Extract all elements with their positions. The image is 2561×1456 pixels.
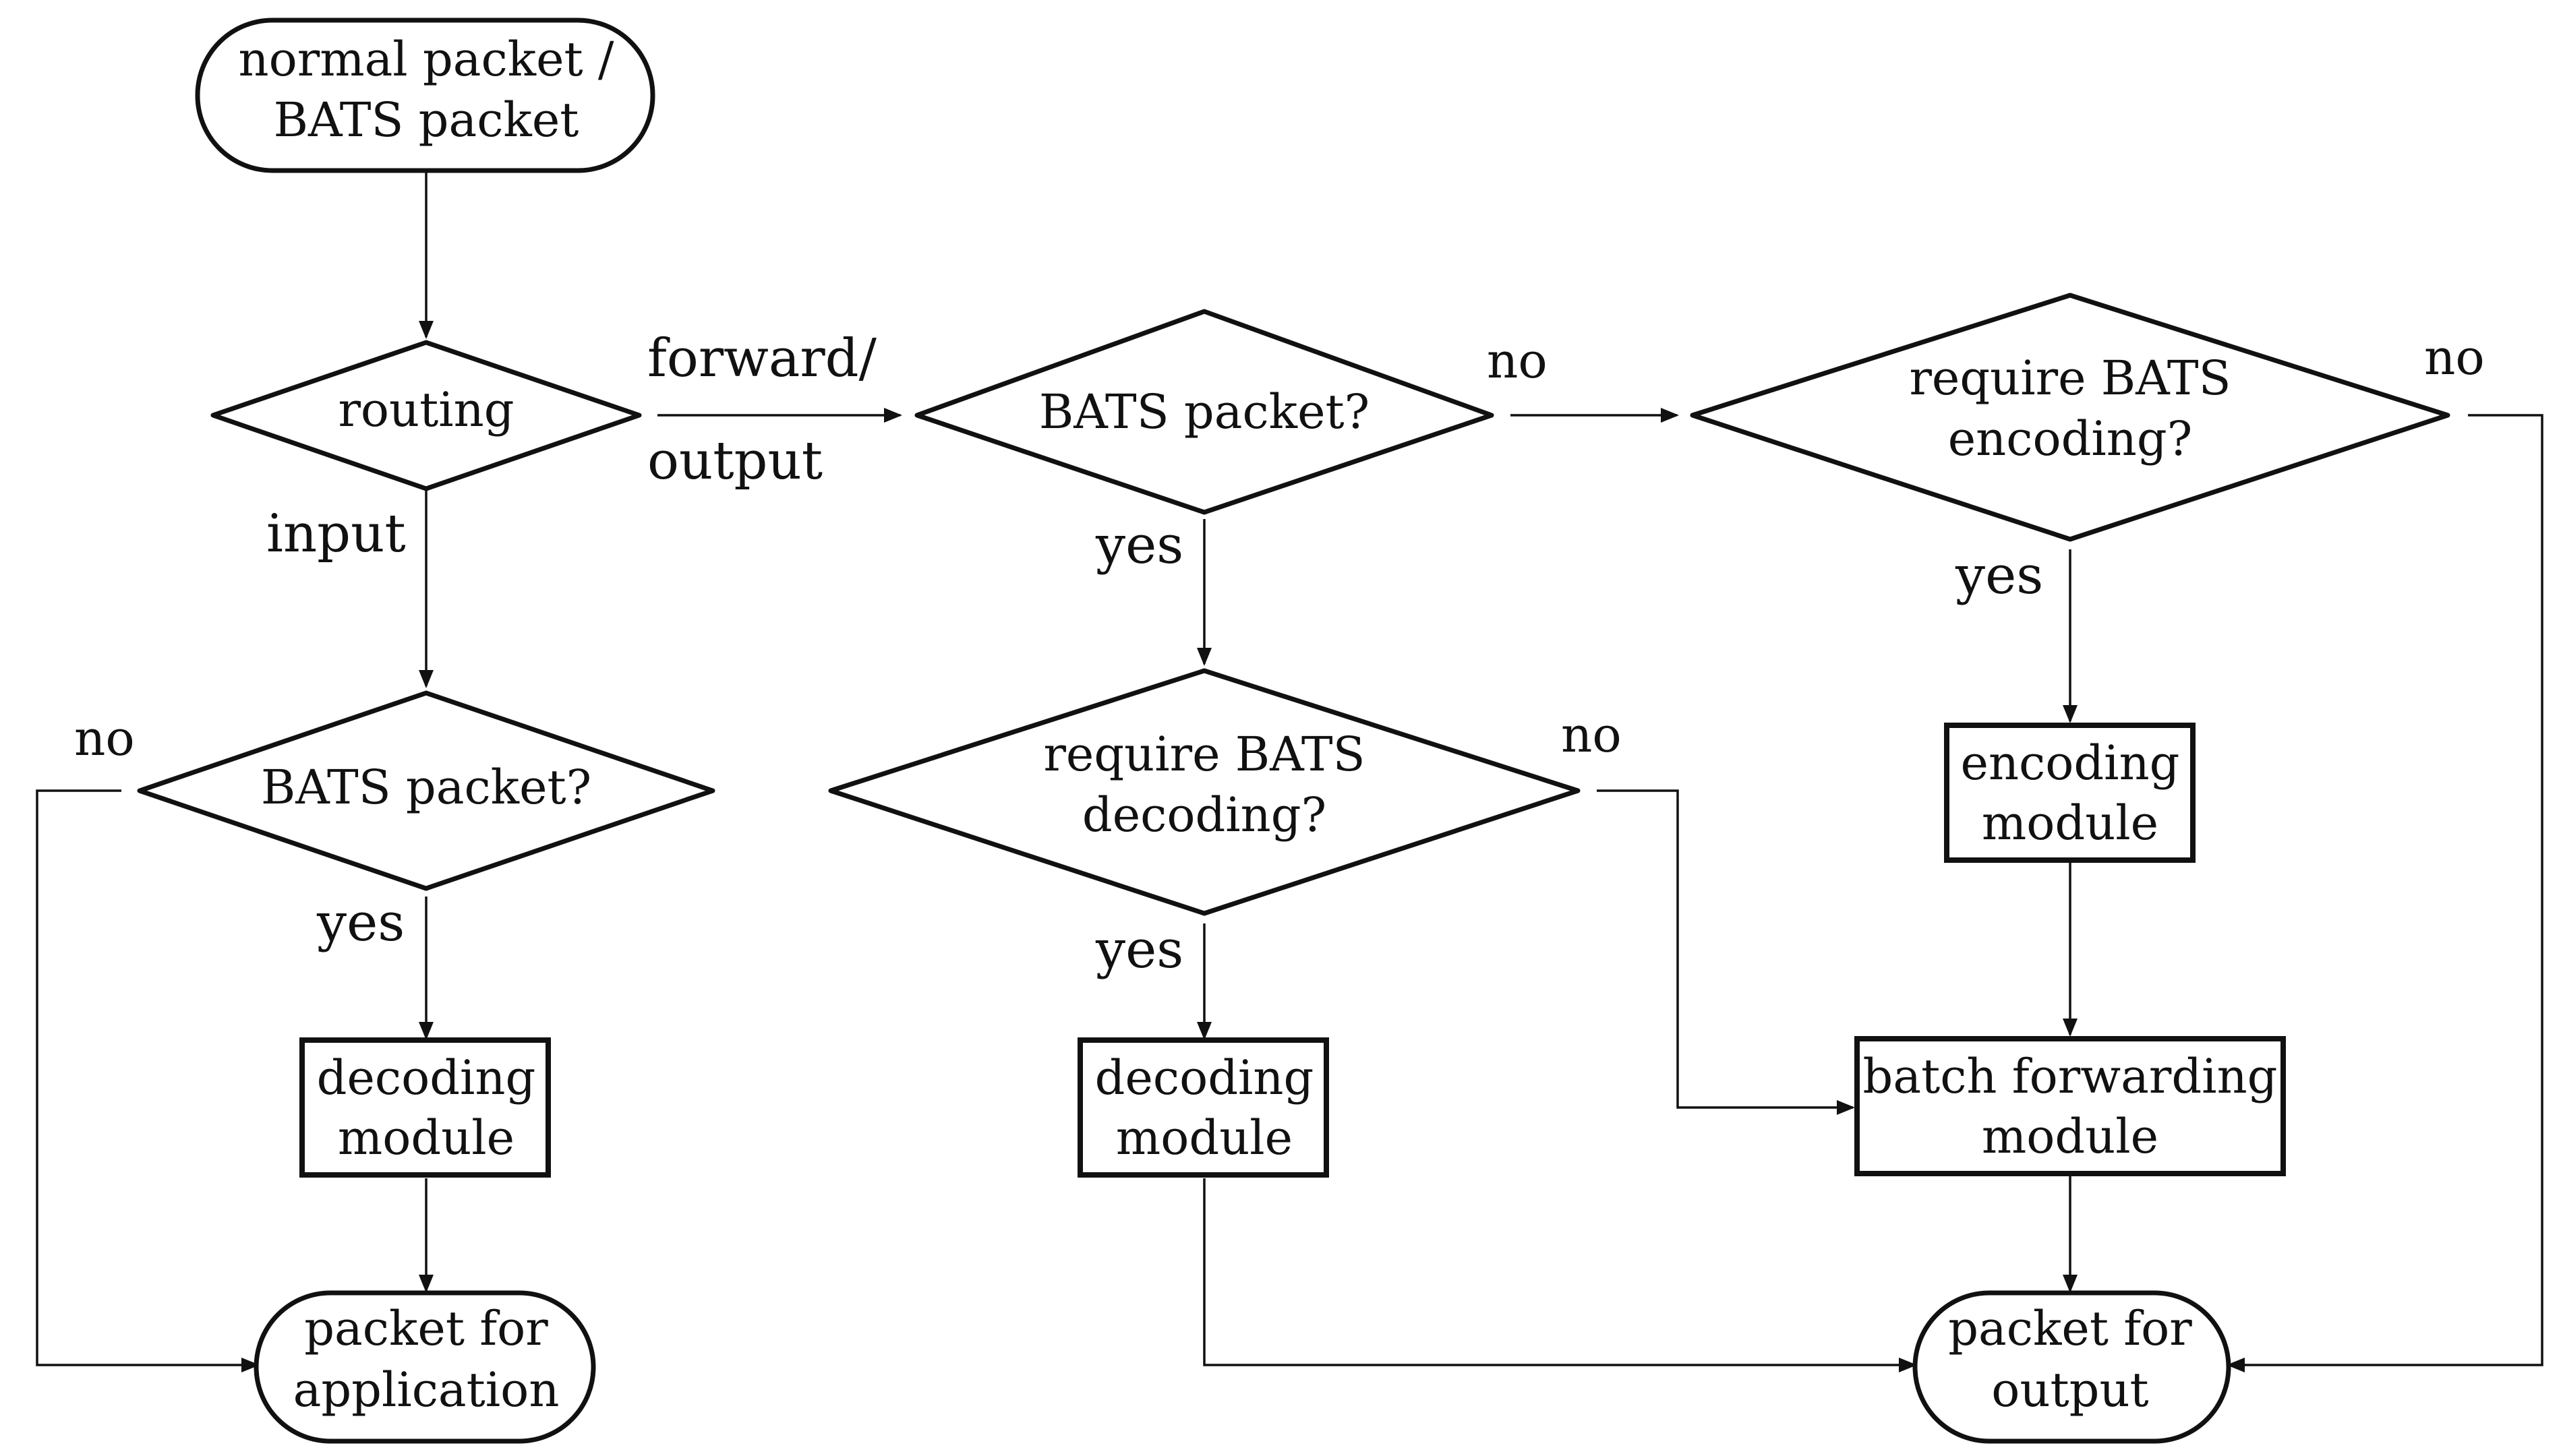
node-app-line2: application [293,1362,560,1418]
edge-decode-fwd-to-output [1203,1178,1915,1366]
edge-req-decode-no-to-batch [1597,789,1853,1109]
node-encoding-line2: module [1982,795,2158,851]
label-yes-req-encode: yes [1955,545,2043,606]
node-start: normal packet / BATS packet [195,18,655,173]
edges [36,171,2543,1366]
node-output-line2: output [1991,1362,2148,1418]
label-output: output [647,431,823,491]
label-no-req-encode: no [2424,329,2485,386]
node-bats-packet-forward-label: BATS packet? [1039,384,1370,439]
node-encoding-module: encoding module [1944,723,2196,863]
edge-bats-input-no-to-app [36,789,258,1366]
edge-req-encode-no-to-output [2229,414,2543,1366]
node-output-line1: packet for [1948,1301,2192,1356]
node-decoding-module-input: decoding module [299,1037,551,1178]
node-req-decode-line2: decoding? [1082,787,1326,843]
node-batch-line1: batch forwarding [1863,1049,2278,1104]
node-decoding-forward-line2: module [1116,1110,1293,1165]
node-encoding-line1: encoding [1961,735,2180,791]
node-batch-line2: module [1982,1109,2158,1164]
node-require-bats-decoding: require BATS decoding? [828,668,1581,916]
label-no-input: no [74,710,135,766]
node-decoding-module-forward: decoding module [1078,1037,1329,1178]
node-bats-packet-forward: BATS packet? [914,309,1494,515]
label-yes-input: yes [316,892,405,953]
node-decoding-input-line2: module [338,1110,514,1165]
node-req-decode-line1: require BATS [1043,727,1365,782]
node-decoding-forward-line1: decoding [1095,1050,1314,1105]
label-no-req-decode: no [1561,706,1622,763]
node-bats-packet-input: BATS packet? [137,690,715,891]
node-bats-packet-input-label: BATS packet? [261,760,591,815]
label-input: input [266,504,406,564]
node-req-encode-line2: encoding? [1948,411,2192,466]
node-packet-for-application: packet for application [254,1290,596,1444]
node-require-bats-encoding: require BATS encoding? [1690,293,2450,542]
node-start-line2: BATS packet [274,92,579,148]
node-req-encode-line1: require BATS [1909,351,2231,406]
label-yes-req-decode: yes [1095,919,1183,980]
edge-labels: input forward/ output no yes no yes no y… [74,328,2485,980]
node-routing: routing [210,340,642,491]
node-app-line1: packet for [304,1301,548,1356]
node-packet-for-output: packet for output [1912,1290,2231,1444]
node-routing-label: routing [338,382,514,437]
node-decoding-input-line1: decoding [317,1050,536,1105]
node-batch-forwarding-module: batch forwarding module [1854,1036,2286,1176]
label-forward: forward/ [647,328,877,389]
arrowheads [241,321,2245,1372]
label-no-fwd: no [1487,332,1548,389]
label-yes-fwd: yes [1095,515,1183,576]
node-start-line1: normal packet / [239,32,614,87]
